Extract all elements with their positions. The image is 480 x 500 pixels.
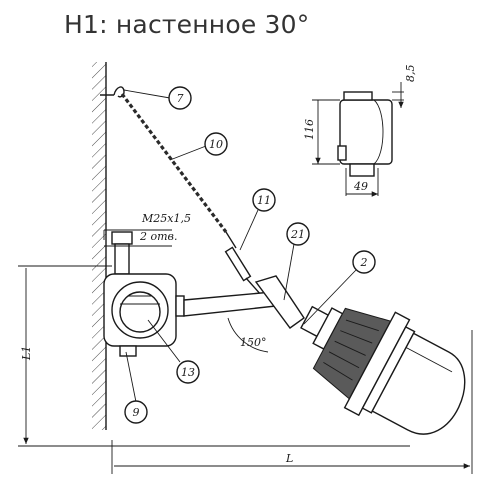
- angle-label: 150°: [240, 336, 267, 349]
- thread-label: M25x1,5: [141, 212, 191, 225]
- junction-box: [103, 273, 185, 357]
- callouts: 7 10 11 21 2 13 9: [123, 86, 376, 424]
- callout-2: 2: [360, 256, 368, 269]
- callout-21: 21: [290, 228, 305, 241]
- luminaire: [300, 305, 466, 435]
- l-label: L: [285, 452, 293, 465]
- callout-9: 9: [133, 406, 140, 419]
- bracket-arm: [183, 275, 305, 353]
- wall: [92, 62, 107, 430]
- callout-11: 11: [257, 194, 271, 207]
- depth-8-5-label: 8,5: [404, 65, 417, 83]
- callout-13: 13: [181, 366, 195, 379]
- width-49-label: 49: [353, 180, 368, 193]
- height-116-label: 116: [303, 119, 316, 140]
- holes-label: 2 отв.: [139, 230, 177, 243]
- l1-label: L1: [20, 346, 33, 361]
- callout-7: 7: [177, 92, 184, 105]
- dimension-lines: [18, 230, 473, 474]
- callout-10: 10: [209, 138, 223, 151]
- cable-gland: [104, 229, 172, 275]
- dimension-labels: M25x1,5 2 отв. 150° L1 L 116 49 8,5: [20, 65, 417, 466]
- side-view-detail: [312, 82, 404, 197]
- page-title: H1: настенное 30°: [64, 10, 310, 39]
